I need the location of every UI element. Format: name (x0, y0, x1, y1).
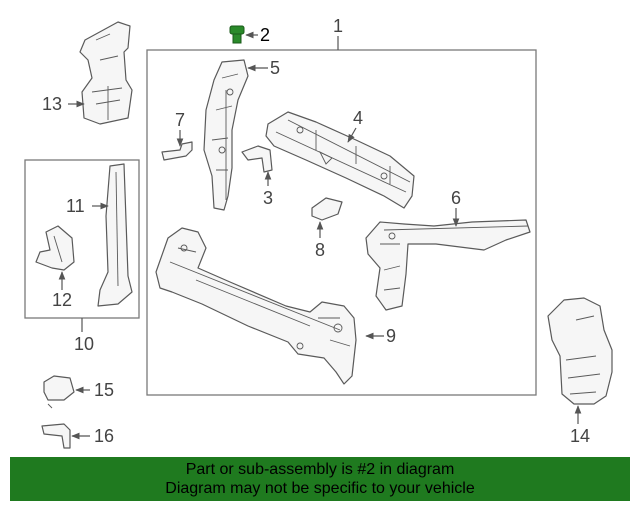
part-8-small-bracket[interactable] (311, 197, 343, 221)
diagram-notice-banner: Part or sub-assembly is #2 in diagram Di… (10, 457, 630, 501)
callout-1: 1 (333, 16, 343, 36)
part-6-side-member[interactable] (365, 219, 531, 311)
notice-line-1: Part or sub-assembly is #2 in diagram (185, 461, 455, 478)
assembly-frame (146, 49, 537, 396)
leader-lines (58, 31, 582, 440)
part-3-small-bracket[interactable] (241, 145, 273, 173)
part-2-clip[interactable] (229, 25, 245, 44)
part-16-small-bracket[interactable] (41, 423, 71, 449)
part-5-side-bracket[interactable] (203, 59, 249, 211)
callout-10: 10 (74, 334, 94, 354)
callout-8: 8 (315, 240, 325, 260)
callout-14: 14 (570, 426, 590, 446)
part-15-small-part[interactable] (43, 375, 75, 409)
callout-9: 9 (386, 326, 396, 346)
notice-line-2: Diagram may not be specific to your vehi… (165, 480, 475, 497)
part-14-side-shield[interactable] (547, 297, 613, 405)
callout-4: 4 (353, 108, 363, 128)
part-11-pillar[interactable] (97, 163, 133, 307)
part-12-bracket[interactable] (35, 225, 75, 271)
callout-13: 13 (42, 94, 62, 114)
callout-12: 12 (52, 290, 72, 310)
part-4-upper-tie-bar[interactable] (265, 111, 415, 209)
part-13-side-shield[interactable] (79, 21, 133, 125)
part-7-small-bracket[interactable] (161, 141, 193, 161)
callout-2: 2 (260, 25, 270, 45)
callout-16: 16 (94, 426, 114, 446)
callout-3: 3 (263, 188, 273, 208)
callout-11: 11 (66, 196, 85, 216)
callout-6: 6 (451, 188, 461, 208)
callout-5: 5 (270, 58, 280, 78)
callout-15: 15 (94, 380, 114, 400)
callout-7: 7 (175, 110, 185, 130)
part-9-lower-tie-bar[interactable] (155, 227, 357, 385)
parts-diagram: 1 2 3 4 5 6 7 8 9 10 11 12 13 14 15 16 (24, 16, 613, 449)
